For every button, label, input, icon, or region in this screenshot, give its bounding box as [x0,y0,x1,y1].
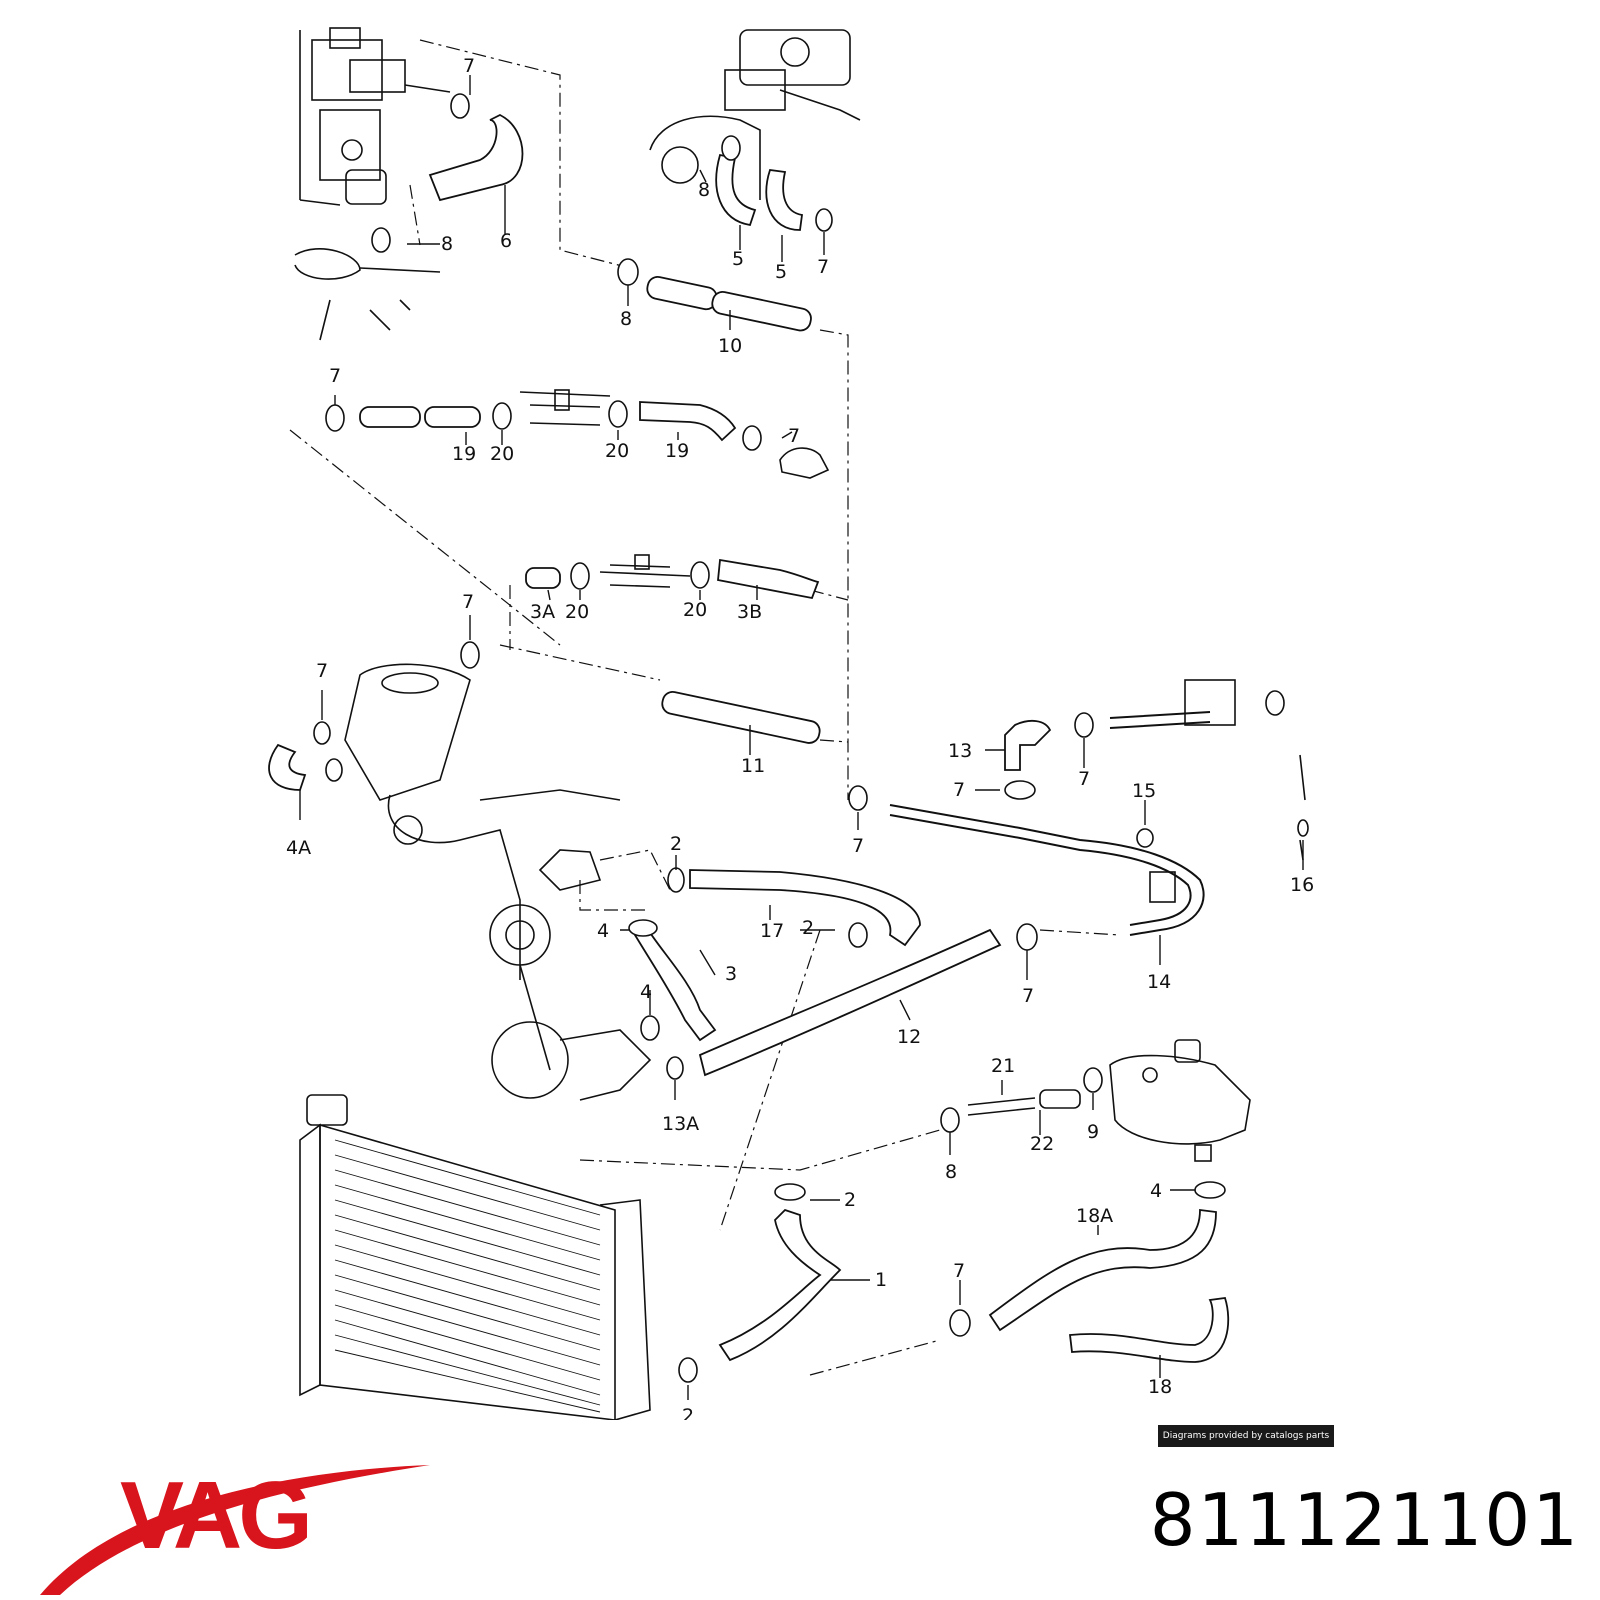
callout-label: 5 [775,261,787,283]
callout-label: 3 [725,963,737,985]
callout-label: 3B [737,601,762,623]
callout-label: 7 [1022,985,1034,1007]
callout-label: 18 [1148,1376,1172,1398]
callout-label: 4 [640,981,652,1003]
callout-label: 7 [463,55,475,77]
callout-label: 2 [670,833,682,855]
callout-label: 18A [1076,1205,1113,1227]
callout-label: 11 [741,755,765,777]
callout-label: 9 [1087,1121,1099,1143]
water-pump-assembly [344,663,652,1101]
callout-label: 10 [718,335,742,357]
callout-label: 16 [1290,874,1314,896]
callout-label: 7 [329,365,341,387]
callout-label: 8 [698,179,710,201]
callout-label: 7 [1078,768,1090,790]
callout-label: 20 [605,440,629,462]
coolant-pipes [519,391,1236,936]
callout-label: 2 [682,1405,694,1420]
callout-label: 2 [802,917,814,939]
svg-text:VAG: VAG [120,1462,309,1569]
callout-label: 19 [665,440,689,462]
callout-label: 21 [991,1055,1015,1077]
part-number: 811121101 [1149,1478,1580,1562]
callout-label: 2 [844,1189,856,1211]
callout-label: 20 [490,443,514,465]
cooling-system-diagram: 7 6 8 5 5 7 8 8 10 7 19 20 20 19 7 3A 20… [268,27,1314,1420]
callout-label: 4 [1150,1180,1162,1202]
connectors [529,389,1306,1116]
radiator [299,1094,651,1420]
callout-label: 7 [953,779,965,801]
callout-label: 7 [852,835,864,857]
callout-label: 17 [760,920,784,942]
callout-label: 4A [286,837,311,859]
carburettor-assembly [294,27,451,341]
label-leaders [299,75,1304,1400]
diagram-credit-badge: Diagrams provided by catalogs parts [1158,1425,1334,1447]
callout-label: 13 [948,740,972,762]
callout-label: 7 [953,1260,965,1282]
callout-label: 19 [452,443,476,465]
callout-label: 20 [683,599,707,621]
callout-label: 15 [1132,780,1156,802]
throttle-body-assembly [649,29,861,200]
expansion-tank [1109,1039,1251,1162]
vag-logo: VAG [40,1462,430,1595]
leader-lines [289,39,1121,1376]
callout-label: 12 [897,1026,921,1048]
callout-label: 5 [732,248,744,270]
hose-clamps [313,93,1309,1383]
callout-label: 4 [597,920,609,942]
callout-label: 7 [462,591,474,613]
callout-label: 13A [662,1113,699,1135]
callout-label: 7 [316,660,328,682]
callout-label: 14 [1147,971,1171,993]
callout-label: 8 [441,233,453,255]
callout-label: 7 [788,425,800,447]
callout-label: 8 [945,1161,957,1183]
callout-labels: 7 6 8 5 5 7 8 8 10 7 19 20 20 19 7 3A 20… [286,55,1314,1420]
callout-label: 7 [817,256,829,278]
callout-label: 22 [1030,1133,1054,1155]
callout-label: 6 [500,230,512,252]
callout-label: 8 [620,308,632,330]
callout-label: 20 [565,601,589,623]
hoses [268,113,1230,1363]
callout-label: 1 [875,1269,887,1291]
callout-label: 3A [530,601,555,623]
